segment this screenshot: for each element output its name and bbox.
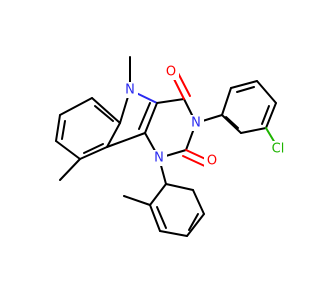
indole-benzene-ring xyxy=(55,97,121,160)
atom-labels: O N N N O Cl xyxy=(122,64,289,169)
benzyl-group xyxy=(123,157,205,237)
atom-label-n1: N xyxy=(154,151,164,166)
chlorophenyl-group xyxy=(195,80,279,149)
atom-label-cl: Cl xyxy=(272,142,285,157)
atom-label-n3: N xyxy=(191,116,201,131)
atom-label-o4: O xyxy=(166,65,176,80)
atom-label-n5: N xyxy=(125,83,135,98)
structure-drawing: O N N N O Cl xyxy=(55,56,289,237)
atom-label-o2: O xyxy=(207,154,217,169)
methyl-groups xyxy=(59,56,131,181)
molecule-diagram: O N N N O Cl xyxy=(55,56,289,237)
